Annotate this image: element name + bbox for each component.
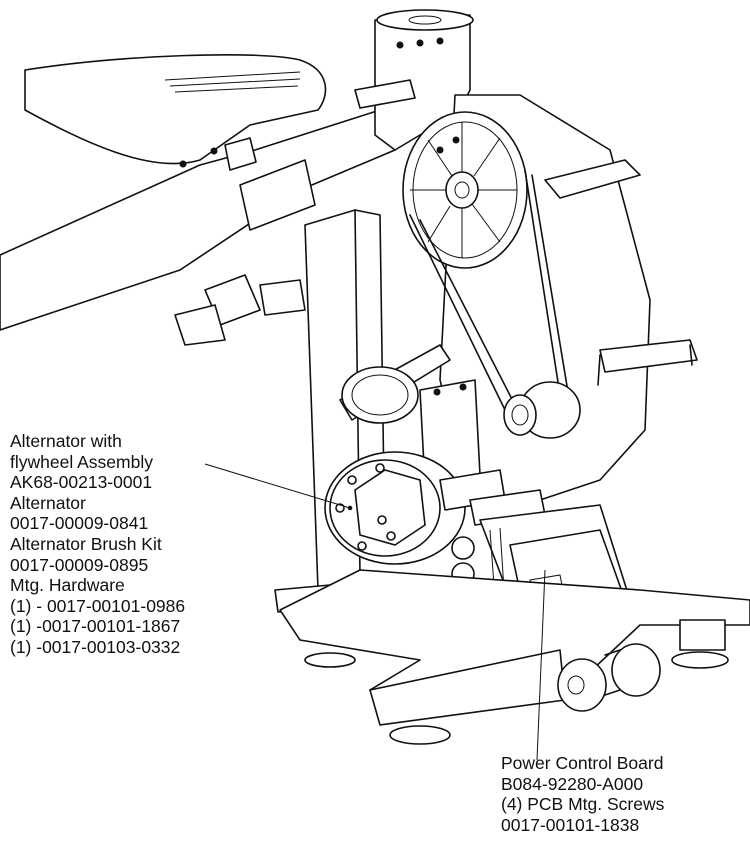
callout-line: B084-92280-A000 (501, 773, 644, 794)
callout-line: Mtg. Hardware (10, 575, 125, 596)
callout-line: Alternator with (10, 431, 122, 451)
alternator-leader-line (204, 463, 351, 509)
callout-line: flywheel Assembly (10, 451, 153, 472)
alternator-callout: Alternator with flywheel Assembly AK68-0… (10, 431, 185, 658)
callout-line: 0017-00009-0841 (10, 513, 149, 534)
callout-line: (1) -0017-00101-1867 (10, 616, 181, 637)
leader-lines (204, 463, 546, 761)
callout-line: AK68-00213-0001 (10, 472, 153, 493)
callout-line: (1) - 0017-00101-0986 (10, 595, 186, 616)
drive-belt (409, 169, 581, 439)
callout-line: Alternator Brush Kit (10, 533, 162, 554)
drive-pulley (402, 111, 528, 269)
callout-line: 0017-00009-0895 (10, 554, 149, 575)
callout-line: (4) PCB Mtg. Screws (501, 794, 665, 815)
power-board-leader-line (536, 569, 546, 761)
callout-line: Power Control Board (501, 753, 664, 773)
callout-line: (1) -0017-00103-0332 (10, 636, 181, 657)
callout-line: Alternator (10, 492, 86, 513)
base-frame (279, 569, 750, 745)
callout-line: 0017-00101-1838 (501, 814, 640, 835)
console-bracket (174, 137, 316, 346)
power-control-board-callout: Power Control Board B084-92280-A000 (4) … (501, 753, 664, 835)
